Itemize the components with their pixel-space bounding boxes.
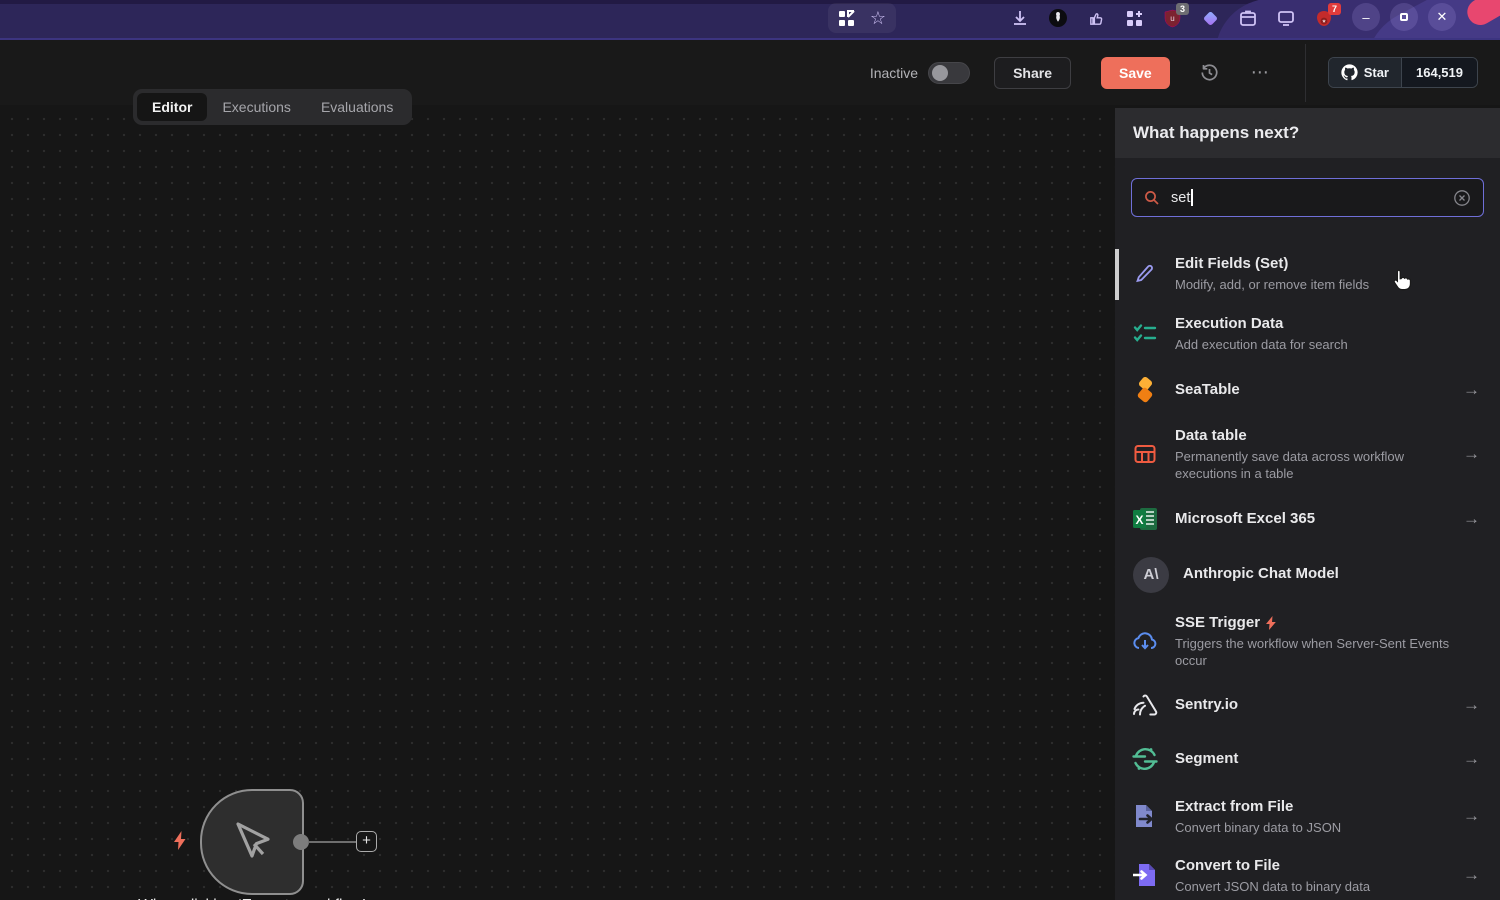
arrow-right-icon: →	[1463, 444, 1480, 464]
list-item-anthropic[interactable]: A\ Anthropic Chat Model	[1115, 551, 1500, 597]
maximize-button[interactable]	[1390, 3, 1418, 31]
checklist-icon	[1131, 322, 1159, 344]
svg-text:X: X	[1135, 513, 1143, 527]
extensions-grid-icon[interactable]	[1124, 8, 1144, 28]
github-logo-icon	[1341, 64, 1358, 81]
list-item-segment[interactable]: Segment →	[1115, 737, 1500, 781]
notifications-icon[interactable]: 7	[1314, 3, 1341, 28]
bookmark-star-icon[interactable]: ☆	[869, 7, 887, 28]
titlebar-quick-group: ☆	[828, 3, 896, 33]
panel-title: What happens next?	[1115, 108, 1500, 158]
svg-text:u: u	[1170, 14, 1174, 23]
apps-grid-icon[interactable]	[836, 8, 856, 28]
list-item-execution-data[interactable]: Execution Data Add execution data for se…	[1115, 308, 1500, 357]
node-results-list: Edit Fields (Set) Modify, add, or remove…	[1115, 249, 1500, 900]
arrow-right-icon: →	[1463, 749, 1480, 769]
shield-badge: 3	[1176, 3, 1189, 15]
view-tabs: Editor Executions Evaluations	[133, 89, 413, 125]
search-value: set	[1171, 189, 1191, 206]
connector-line	[308, 841, 358, 843]
cursor-arrow-icon	[236, 822, 270, 858]
more-options-icon[interactable]: ⋯	[1250, 62, 1271, 82]
search-input[interactable]: set	[1131, 178, 1484, 217]
list-item-sentry[interactable]: Sentry.io →	[1115, 683, 1500, 727]
list-item-excel[interactable]: X Microsoft Excel 365 →	[1115, 497, 1500, 541]
pen-icon	[1131, 262, 1159, 286]
data-table-icon	[1131, 442, 1159, 466]
excel-logo: X	[1131, 507, 1159, 531]
container-box-icon[interactable]	[1238, 8, 1258, 28]
node-output-port[interactable]	[293, 834, 309, 850]
browser-titlebar: ☆ u 3	[0, 0, 1500, 40]
node-picker-panel: What happens next? set Edit Fields (Set)…	[1115, 108, 1500, 900]
activation-toggle[interactable]	[928, 61, 971, 84]
toggle-knob	[932, 64, 949, 81]
github-star-button[interactable]: Star	[1328, 58, 1401, 87]
arrow-right-icon: →	[1463, 379, 1480, 399]
github-star-widget[interactable]: Star 164,519	[1327, 57, 1478, 88]
node-label: When clicking ‘Execute workflow’	[127, 896, 377, 900]
screen-share-icon[interactable]	[1276, 8, 1296, 28]
tab-evaluations[interactable]: Evaluations	[320, 99, 394, 115]
arrow-right-icon: →	[1463, 865, 1480, 885]
arrow-right-icon: →	[1463, 695, 1480, 715]
header-divider	[1304, 43, 1306, 102]
minimize-button[interactable]: –	[1352, 3, 1380, 31]
clear-search-icon[interactable]	[1453, 189, 1471, 207]
list-item-data-table[interactable]: Data table Permanently save data across …	[1115, 422, 1500, 488]
download-icon[interactable]	[1010, 8, 1030, 28]
add-node-button[interactable]: +	[356, 831, 377, 852]
hover-indicator	[1115, 249, 1119, 301]
save-button[interactable]: Save	[1101, 56, 1170, 89]
tab-executions[interactable]: Executions	[222, 99, 291, 115]
text-caret	[1191, 189, 1193, 206]
arrow-right-icon: →	[1463, 509, 1480, 529]
file-import-icon	[1131, 862, 1159, 888]
close-button[interactable]: ✕	[1428, 3, 1456, 31]
arrow-right-icon: →	[1463, 805, 1480, 825]
notifications-badge: 7	[1328, 3, 1341, 15]
diamond-icon[interactable]	[1200, 8, 1220, 28]
list-item-edit-fields[interactable]: Edit Fields (Set) Modify, add, or remove…	[1115, 249, 1500, 301]
cloud-download-icon	[1131, 630, 1159, 652]
history-icon[interactable]	[1200, 63, 1219, 82]
shield-blocker-icon[interactable]: u 3	[1162, 3, 1189, 28]
github-star-count[interactable]: 164,519	[1401, 58, 1477, 87]
list-item-extract-from-file[interactable]: Extract from File Convert binary data to…	[1115, 791, 1500, 840]
list-item-sse-trigger[interactable]: SSE Trigger Triggers the workflow when S…	[1115, 608, 1500, 674]
segment-logo	[1131, 746, 1159, 772]
thumbs-up-icon[interactable]	[1086, 8, 1106, 28]
manual-trigger-node[interactable]	[200, 789, 304, 895]
seatable-logo	[1131, 376, 1159, 403]
list-item-seatable[interactable]: SeaTable →	[1115, 368, 1500, 412]
share-button[interactable]: Share	[994, 56, 1071, 89]
sentry-logo	[1131, 693, 1159, 717]
search-icon	[1145, 190, 1159, 205]
anthropic-logo: A\	[1131, 556, 1171, 593]
file-export-icon	[1131, 803, 1159, 829]
trigger-bolt-icon	[1266, 615, 1276, 630]
trigger-bolt-icon	[171, 830, 189, 856]
profile-avatar-icon[interactable]	[1048, 8, 1068, 28]
tab-editor[interactable]: Editor	[137, 93, 208, 121]
list-item-convert-to-file[interactable]: Convert to File Convert JSON data to bin…	[1115, 851, 1500, 900]
activation-status-label: Inactive	[869, 64, 919, 81]
